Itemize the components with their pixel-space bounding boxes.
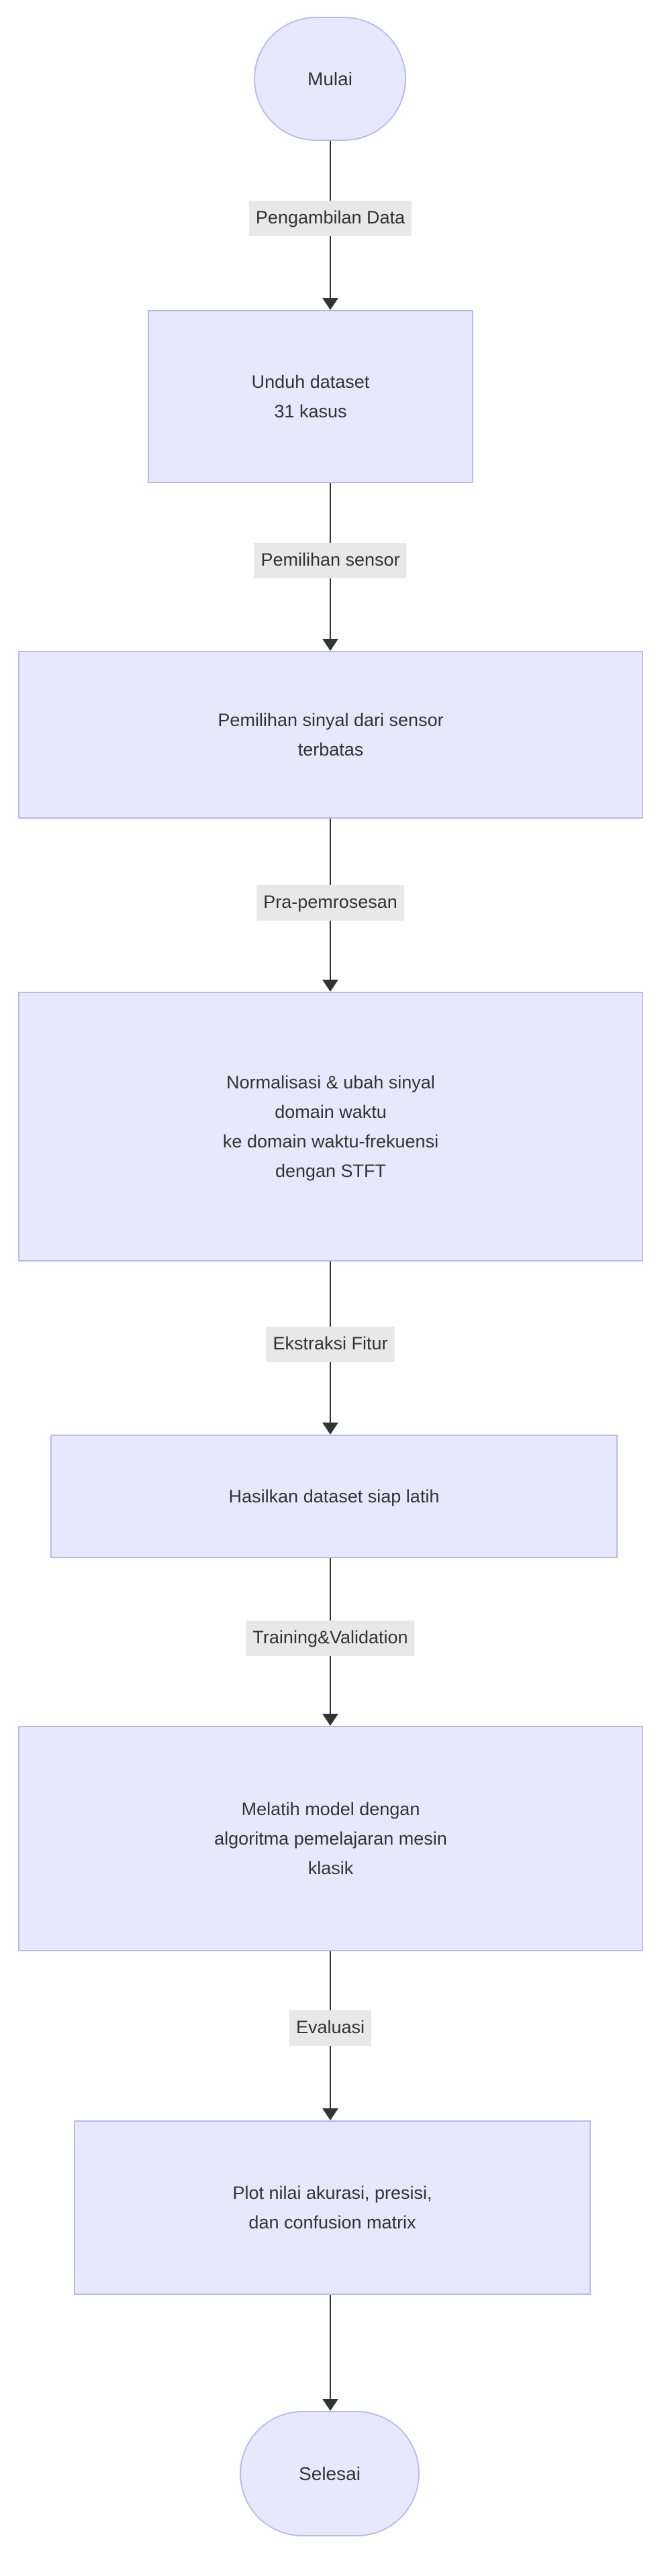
edge-arrow-plot-end bbox=[322, 2399, 338, 2411]
edge-arrow-download-signal bbox=[322, 639, 338, 651]
node-preprocessing[interactable]: Normalisasi & ubah sinyal domain waktu k… bbox=[18, 992, 643, 1261]
node-download-dataset-label: Unduh dataset 31 kasus bbox=[251, 372, 370, 421]
node-plot-metrics[interactable]: Plot nilai akurasi, presisi, dan confusi… bbox=[74, 2120, 591, 2295]
node-end[interactable]: Selesai bbox=[240, 2411, 420, 2536]
node-train-model[interactable]: Melatih model dengan algoritma pemelajar… bbox=[18, 1726, 643, 1951]
node-start[interactable]: Mulai bbox=[254, 17, 406, 141]
node-ready-dataset[interactable]: Hasilkan dataset siap latih bbox=[50, 1435, 618, 1558]
node-download-dataset[interactable]: Unduh dataset 31 kasus bbox=[148, 310, 473, 483]
edge-label-pengambilan-data: Pengambilan Data bbox=[248, 201, 412, 236]
edge-label-training-validation: Training&Validation bbox=[246, 1620, 415, 1656]
node-ready-dataset-label: Hasilkan dataset siap latih bbox=[228, 1486, 440, 1506]
edge-line-plot-end bbox=[330, 2295, 331, 2399]
edge-arrow-preprocess-dataset bbox=[322, 1423, 338, 1435]
node-plot-metrics-label: Plot nilai akurasi, presisi, dan confusi… bbox=[232, 2183, 432, 2232]
node-preprocessing-label: Normalisasi & ubah sinyal domain waktu k… bbox=[222, 1072, 439, 1181]
edge-arrow-start-download bbox=[322, 298, 338, 310]
edge-label-ekstraksi-fitur: Ekstraksi Fitur bbox=[266, 1327, 395, 1362]
node-signal-selection-label: Pemilihan sinyal dari sensor terbatas bbox=[218, 710, 444, 760]
edge-arrow-train-plot bbox=[322, 2108, 338, 2120]
node-end-label: Selesai bbox=[299, 2463, 361, 2484]
edge-arrow-signal-preprocess bbox=[322, 980, 338, 992]
node-train-model-label: Melatih model dengan algoritma pemelajar… bbox=[214, 1799, 447, 1878]
edge-label-pemilihan-sensor: Pemilihan sensor bbox=[254, 543, 407, 578]
node-signal-selection[interactable]: Pemilihan sinyal dari sensor terbatas bbox=[18, 651, 643, 819]
edge-label-pra-pemrosesan: Pra-pemrosesan bbox=[256, 885, 404, 921]
edge-label-evaluasi: Evaluasi bbox=[289, 2010, 372, 2046]
node-start-label: Mulai bbox=[307, 68, 352, 89]
edge-arrow-dataset-train bbox=[322, 1714, 338, 1726]
